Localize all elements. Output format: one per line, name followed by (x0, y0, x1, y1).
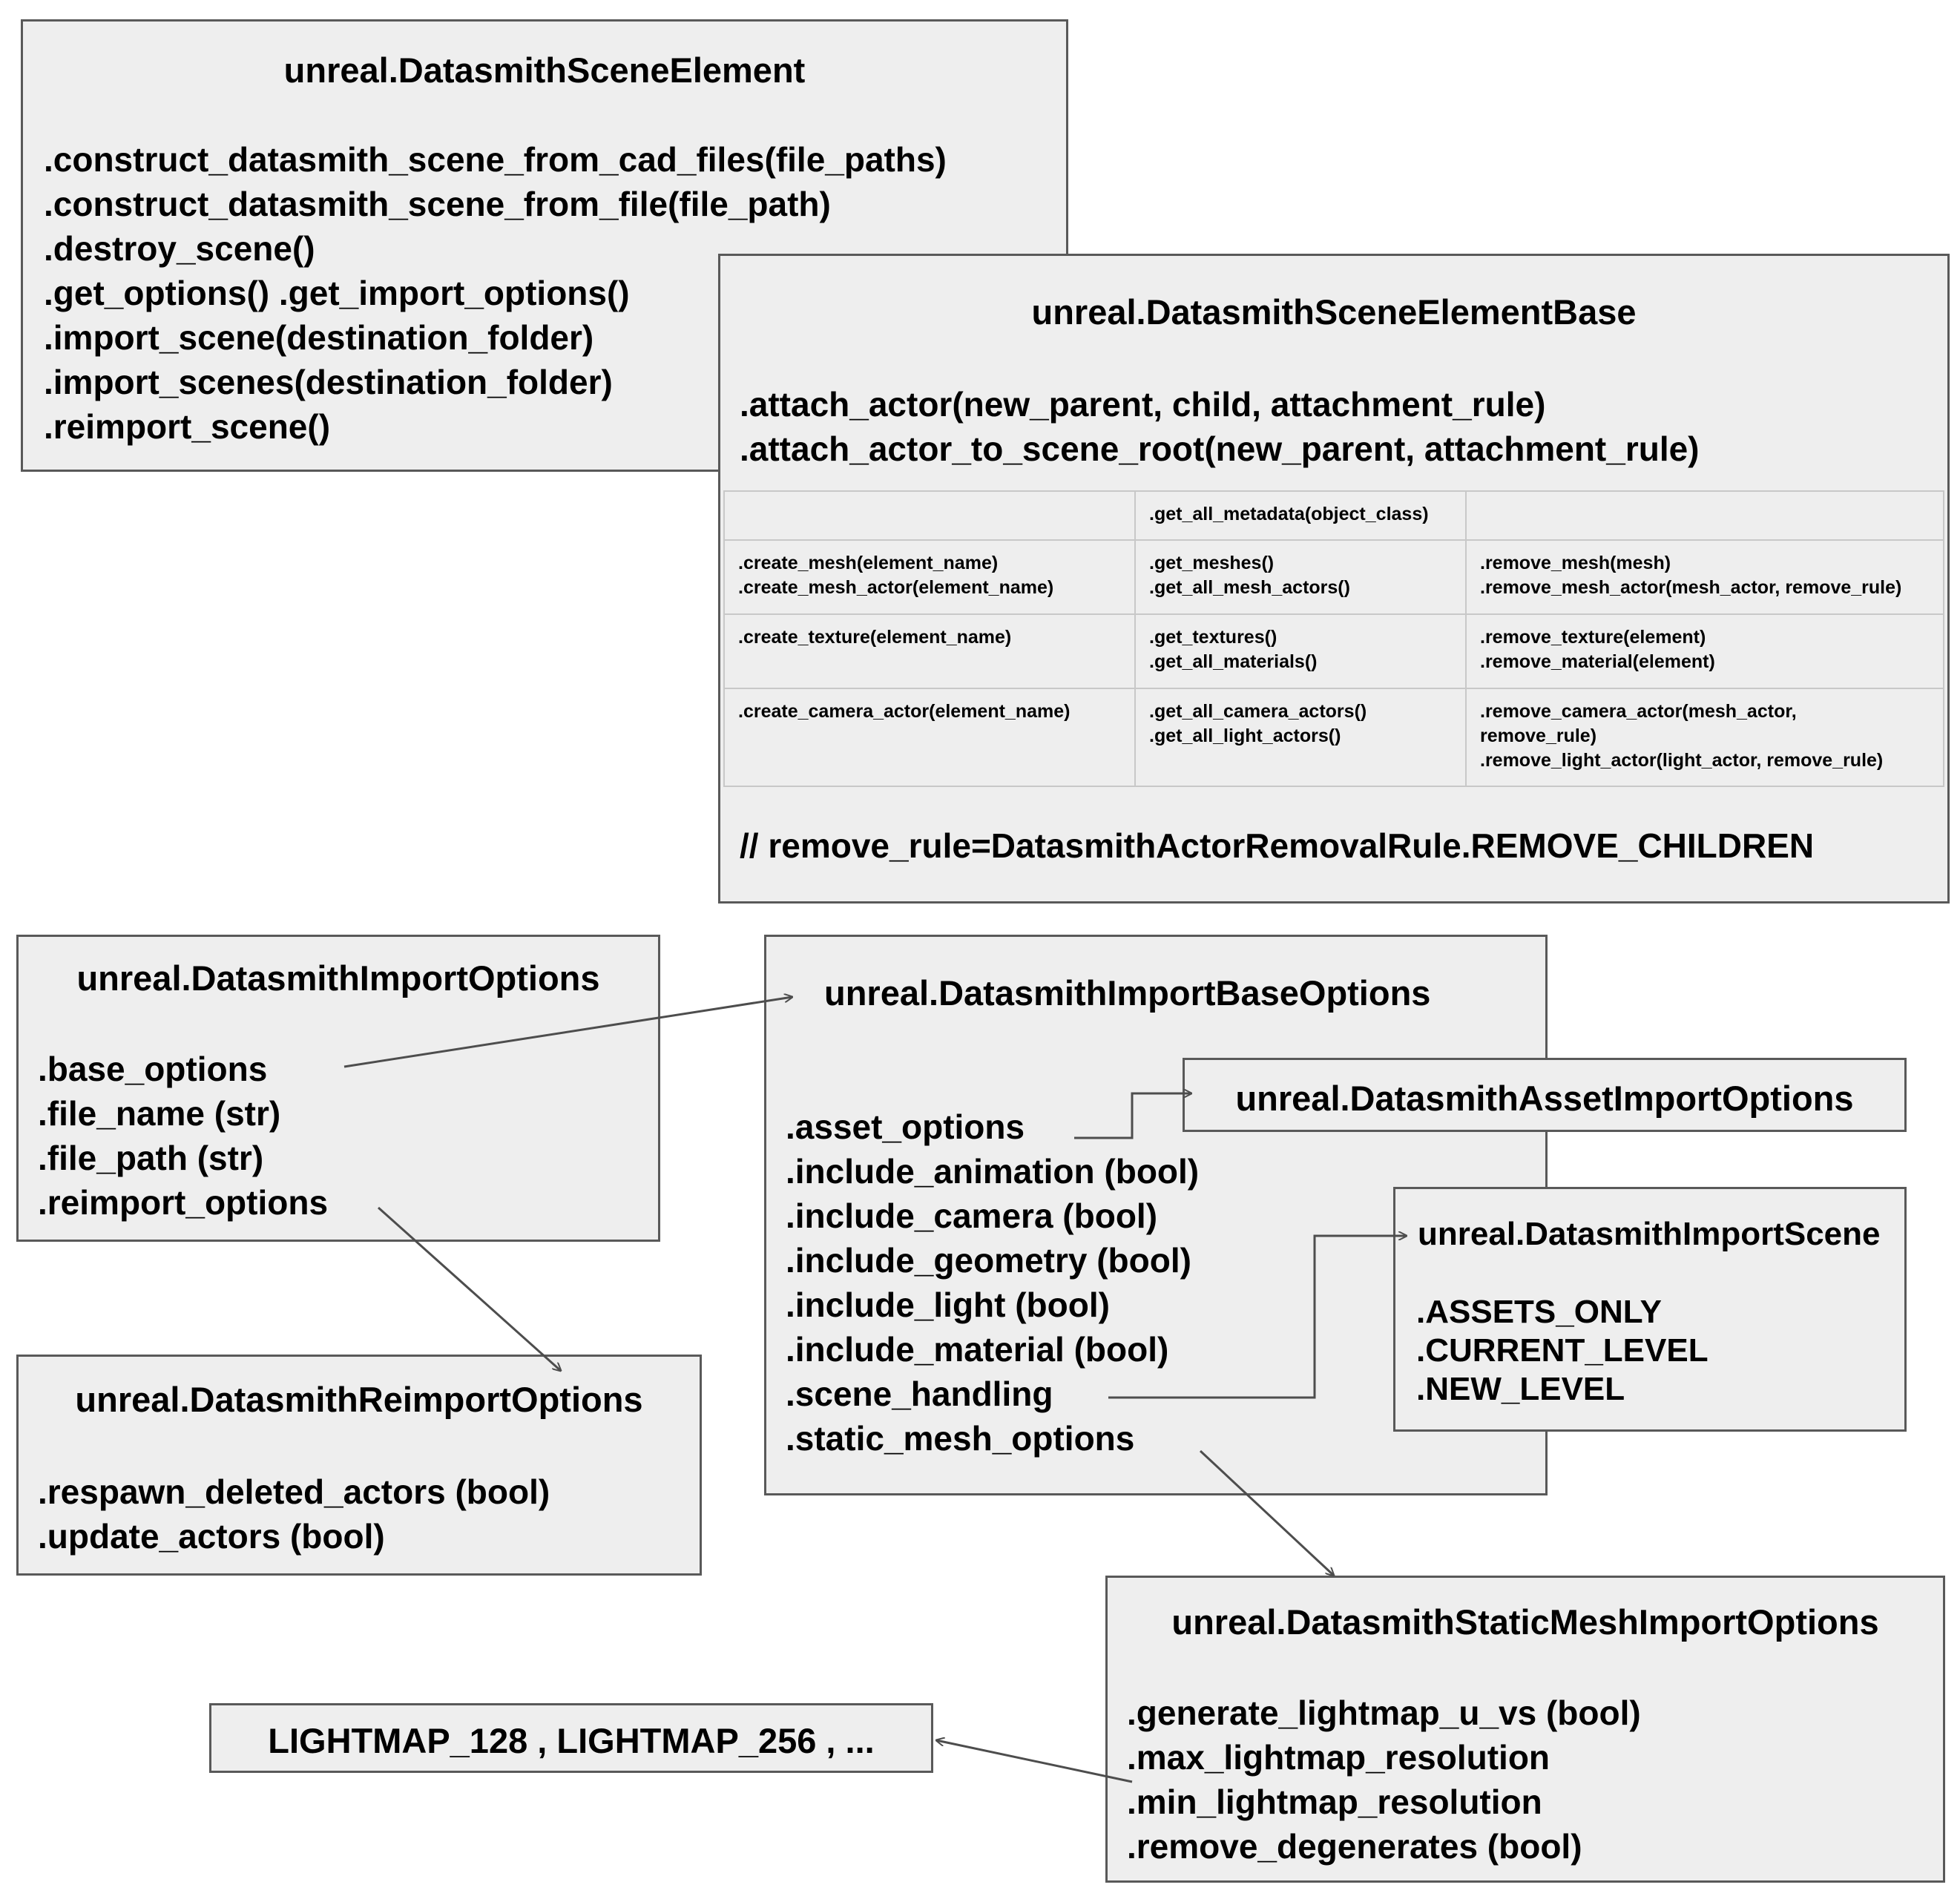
line-item: .include_animation (bool) (786, 1152, 1200, 1191)
node-lightmap-values: LIGHTMAP_128 , LIGHTMAP_256 , ... (209, 1703, 933, 1773)
property-list: .respawn_deleted_actors (bool) .update_ac… (38, 1469, 550, 1559)
line-item: .include_camera (bool) (786, 1197, 1158, 1235)
table-cell: .create_camera_actor(element_name) (723, 688, 1136, 787)
line-item: .include_light (bool) (786, 1286, 1110, 1324)
table-cell: .get_all_metadata(object_class) (1134, 490, 1467, 541)
table-cell: .get_all_camera_actors() .get_all_light_a… (1134, 688, 1467, 787)
node-datasmith-asset-import-options: unreal.DatasmithAssetImportOptions (1183, 1058, 1907, 1132)
line-item: .construct_datasmith_scene_from_cad_file… (44, 140, 947, 179)
line-item: .CURRENT_LEVEL (1416, 1332, 1709, 1369)
table-cell: .create_texture(element_name) (723, 613, 1136, 689)
node-title: unreal.DatasmithImportScene (1418, 1216, 1881, 1252)
line-item: .destroy_scene() (44, 229, 315, 268)
method-list: .construct_datasmith_scene_from_cad_file… (44, 137, 947, 449)
line-item: .update_actors (bool) (38, 1517, 385, 1556)
method-list: .attach_actor(new_parent, child, attachm… (740, 382, 1700, 471)
node-title: unreal.DatasmithSceneElementBase (1031, 292, 1637, 332)
table-row: .create_texture(element_name) .get_textur… (723, 613, 1944, 689)
table-line: .remove_light_actor(light_actor, remove_… (1480, 750, 1884, 771)
table-line: .get_all_light_actors() (1149, 725, 1341, 746)
line-item: .NEW_LEVEL (1416, 1371, 1625, 1407)
node-title: unreal.DatasmithImportBaseOptions (824, 973, 1431, 1013)
table-line: .get_meshes() (1149, 553, 1275, 573)
line-item: .max_lightmap_resolution (1127, 1738, 1550, 1777)
table-line: .get_all_mesh_actors() (1149, 577, 1350, 598)
table-cell: .remove_mesh(mesh) .remove_mesh_actor(mes… (1465, 539, 1944, 615)
table-row: .get_all_metadata(object_class) (723, 490, 1944, 541)
line-item: .attach_actor_to_scene_root(new_parent, … (740, 430, 1700, 468)
table-line: .create_mesh(element_name) (738, 553, 999, 573)
table-line: .remove_mesh_actor(mesh_actor, remove_ru… (1480, 577, 1902, 598)
line-item: .asset_options (786, 1108, 1025, 1146)
node-datasmith-static-mesh-import-options: unreal.DatasmithStaticMeshImportOptions … (1105, 1576, 1945, 1883)
line-item: .construct_datasmith_scene_from_file(fil… (44, 185, 831, 223)
table-line: .remove_texture(element) (1480, 627, 1706, 648)
line-item: .file_name (str) (38, 1094, 281, 1133)
table-line: .get_all_materials() (1149, 651, 1318, 672)
property-list: .generate_lightmap_u_vs (bool) .max_light… (1127, 1691, 1641, 1869)
node-datasmith-reimport-options: unreal.DatasmithReimportOptions .respawn… (16, 1355, 702, 1576)
line-item: .file_path (str) (38, 1139, 264, 1177)
node-datasmith-import-scene: unreal.DatasmithImportScene .ASSETS_ONLY… (1393, 1187, 1907, 1432)
table-line: .get_all_camera_actors() (1149, 701, 1367, 722)
table-line: remove_rule) (1480, 725, 1597, 746)
method-table: .get_all_metadata(object_class) .create_… (723, 490, 1944, 787)
table-line: .create_mesh_actor(element_name) (738, 577, 1054, 598)
property-list: .asset_options .include_animation (bool).… (786, 1105, 1199, 1461)
table-line: .remove_mesh(mesh) (1480, 553, 1671, 573)
node-title: unreal.DatasmithImportOptions (76, 958, 600, 998)
line-item: .min_lightmap_resolution (1127, 1783, 1542, 1821)
table-cell (723, 490, 1136, 541)
line-item: .include_material (bool) (786, 1330, 1169, 1369)
table-row: .create_camera_actor(element_name) .get_a… (723, 688, 1944, 787)
table-cell: .create_mesh(element_name) .create_mesh_a… (723, 539, 1136, 615)
table-row: .create_mesh(element_name) .create_mesh_a… (723, 539, 1944, 615)
table-cell: .get_textures() .get_all_materials() (1134, 613, 1467, 689)
table-cell (1465, 490, 1944, 541)
node-datasmith-scene-element-base: unreal.DatasmithSceneElementBase .attach… (718, 254, 1950, 904)
edge-lightmap-resolution-to-values (936, 1740, 1133, 1783)
line-item: .include_geometry (bool) (786, 1241, 1191, 1280)
node-title: unreal.DatasmithReimportOptions (75, 1380, 643, 1419)
line-item: .remove_degenerates (bool) (1127, 1827, 1582, 1866)
line-item: .get_options() .get_import_options() (44, 274, 630, 312)
line-item: .reimport_options (38, 1183, 329, 1222)
node-title: unreal.DatasmithAssetImportOptions (1235, 1079, 1854, 1118)
table-line: .create_camera_actor(element_name) (738, 701, 1071, 722)
remove-rule-note: // remove_rule=DatasmithActorRemovalRule… (740, 826, 1815, 865)
enum-list: .ASSETS_ONLY.CURRENT_LEVEL.NEW_LEVEL (1416, 1293, 1709, 1409)
table-line: .remove_material(element) (1480, 651, 1715, 672)
line-item: .respawn_deleted_actors (bool) (38, 1472, 550, 1511)
node-title: unreal.DatasmithSceneElement (283, 50, 806, 90)
table-line: .create_texture(element_name) (738, 627, 1012, 648)
table-cell: .get_meshes() .get_all_mesh_actors() (1134, 539, 1467, 615)
table-cell: .remove_camera_actor(mesh_actor, remove_r… (1465, 688, 1944, 787)
line-item: .static_mesh_options (786, 1419, 1135, 1458)
node-title: LIGHTMAP_128 , LIGHTMAP_256 , ... (268, 1721, 875, 1760)
line-item: .import_scenes(destination_folder) (44, 363, 613, 401)
line-item: .scene_handling (786, 1375, 1053, 1413)
line-item: .generate_lightmap_u_vs (bool) (1127, 1694, 1641, 1732)
line-item: .reimport_scene() (44, 407, 331, 446)
node-title: unreal.DatasmithStaticMeshImportOptions (1171, 1602, 1879, 1642)
table-line: .get_textures() (1149, 627, 1277, 648)
table-line: .remove_camera_actor(mesh_actor, (1480, 701, 1797, 722)
line-item: .base_options (38, 1050, 268, 1088)
table-line: .get_all_metadata(object_class) (1149, 504, 1429, 524)
node-datasmith-import-options: unreal.DatasmithImportOptions .base_opti… (16, 935, 660, 1242)
node-datasmith-scene-element: unreal.DatasmithSceneElement .construct_… (21, 19, 1068, 472)
line-item: .ASSETS_ONLY (1416, 1294, 1662, 1330)
line-item: .attach_actor(new_parent, child, attachm… (740, 385, 1546, 424)
line-item: .import_scene(destination_folder) (44, 318, 594, 357)
property-list: .base_options .file_name (str) .file_path … (38, 1047, 328, 1225)
table-cell: .remove_texture(element) .remove_material… (1465, 613, 1944, 689)
